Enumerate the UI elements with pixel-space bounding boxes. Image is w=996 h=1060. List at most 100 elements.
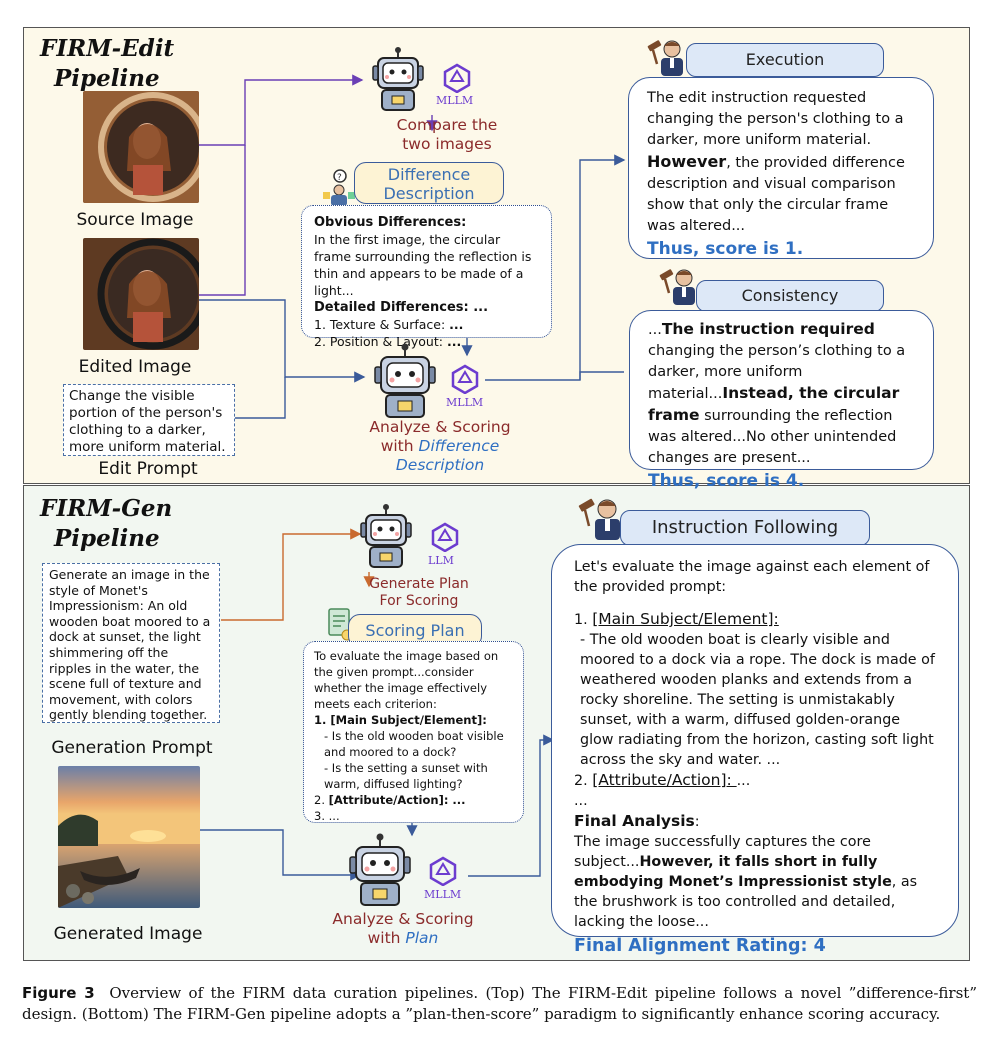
- figure-label: Figure 3: [22, 984, 95, 1002]
- analyze-line1: Analyze & Scoring: [369, 418, 511, 436]
- arrow-analyze-to-consistency: [579, 371, 624, 380]
- final-analysis-heading: Final Analysis:: [574, 811, 936, 832]
- instruction-following-header: Instruction Following: [620, 510, 870, 546]
- execution-header: Execution: [686, 43, 884, 77]
- detailed-item-1-ellipsis: ...: [449, 317, 464, 332]
- analyze-italic-2: Description: [395, 456, 485, 474]
- final-analysis-colon: :: [694, 814, 700, 830]
- gen-title-line1: FIRM-Gen: [40, 495, 173, 522]
- consistency-t1: ...: [648, 322, 662, 338]
- arrow-analyze-to-outputs: [485, 154, 626, 381]
- model-logo-icon: [443, 63, 471, 93]
- difference-description-box: Obvious Differences: In the first image,…: [301, 205, 552, 349]
- arrow-genprompt-to-llm: [221, 528, 362, 621]
- instruction-item-1-num: 1.: [574, 612, 593, 628]
- plan-item-3: 3. ...: [314, 809, 340, 823]
- model-logo-icon: [431, 522, 459, 552]
- judge-thinking-icon: ?: [323, 169, 355, 206]
- source-image: [83, 91, 199, 203]
- consistency-header: Consistency: [696, 280, 884, 312]
- judge-icon: [659, 269, 695, 305]
- final-analysis-head: Final Analysis: [574, 812, 695, 830]
- analyze-italic-1: Difference: [418, 437, 500, 455]
- svg-text:?: ?: [337, 173, 342, 183]
- edited-image: [83, 238, 199, 350]
- consistency-score: Thus, score is 4.: [648, 471, 805, 491]
- detailed-item-2: 2. Position & Layout: ...: [314, 333, 539, 350]
- final-analysis-a: The image successfully captures the core…: [574, 834, 871, 870]
- llm-label: LLM: [428, 554, 454, 567]
- plan-question-1: - Is the old wooden boat visible and moo…: [324, 729, 504, 759]
- analyze-bottom-italic: Plan: [405, 929, 439, 947]
- generated-image: [58, 766, 200, 908]
- generate-plan-label: Generate Plan For Scoring: [354, 576, 484, 610]
- diff-header-line2: Description: [383, 184, 475, 203]
- instruction-following-box: Let's evaluate the image against each el…: [551, 544, 959, 956]
- final-analysis-b: , as the brushwork is too controlled and…: [574, 874, 918, 930]
- model-logo-icon: [429, 856, 457, 886]
- plan-intro: To evaluate the image based on the given…: [314, 649, 499, 711]
- arrow-genimage-to-analyze: [200, 829, 362, 881]
- mllm-label-1: MLLM: [436, 94, 474, 107]
- generation-prompt-text: Generate an image in the style of Monet'…: [49, 567, 211, 723]
- analyze-bottom-line1: Analyze & Scoring: [332, 910, 474, 928]
- instruction-item-1-text: - The old wooden boat is clearly visible…: [580, 632, 935, 768]
- plan-item-1: 1. [Main Subject/Element]:: [314, 713, 487, 727]
- final-alignment-rating: Final Alignment Rating: 4: [574, 936, 826, 956]
- execution-box: The edit instruction requested changing …: [628, 77, 934, 259]
- figure-caption: Figure 3 Overview of the FIRM data curat…: [22, 983, 977, 1025]
- compare-line2: two images: [402, 135, 492, 153]
- generation-prompt-caption: Generation Prompt: [51, 738, 213, 758]
- consistency-t3: changing the person’s clothing to a dark…: [648, 343, 906, 402]
- plan-item-2: 2. [Attribute/Action]: ...: [314, 792, 513, 808]
- source-image-caption: Source Image: [76, 210, 194, 230]
- consistency-box: ...The instruction required changing the…: [629, 310, 934, 491]
- model-logo-icon: [451, 364, 479, 394]
- generation-prompt-box: Generate an image in the style of Monet'…: [42, 563, 220, 723]
- obvious-differences-heading: Obvious Differences:: [314, 215, 467, 230]
- difference-description-header: Difference Description: [354, 162, 504, 204]
- edit-prompt-caption: Edit Prompt: [98, 459, 198, 479]
- final-analysis-text: The image successfully captures the core…: [574, 832, 936, 932]
- analyze-bottom-with: with: [367, 929, 406, 947]
- judge-icon: [578, 498, 620, 540]
- edited-image-caption: Edited Image: [78, 357, 192, 377]
- arrow-analyze-to-instruction: [468, 734, 555, 877]
- gen-title-line2: Pipeline: [54, 525, 160, 552]
- edit-prompt-box: Change the visible portion of the person…: [63, 384, 235, 456]
- instruction-item-2-num: 2.: [574, 773, 593, 789]
- edit-title-line1: FIRM-Edit: [40, 35, 175, 62]
- detailed-item-1-label: 1. Texture & Surface:: [314, 317, 450, 332]
- final-analysis-bold: However, it falls short in fully embodyi…: [574, 854, 892, 890]
- judge-icon: [647, 40, 683, 76]
- plan-question-2: - Is the setting a sunset with warm, dif…: [324, 761, 488, 791]
- consistency-t4: Instead, the circular frame: [648, 384, 900, 424]
- spacer: [574, 597, 936, 609]
- instruction-item-2: 2. [Attribute/Action]: ...: [574, 770, 936, 791]
- mllm-label-2: MLLM: [446, 396, 484, 409]
- instruction-ellipsis: ...: [574, 793, 588, 809]
- obvious-differences-text: In the first image, the circular frame s…: [314, 232, 532, 298]
- arrow-images-to-analyze: [147, 299, 366, 383]
- edit-pipeline-title: FIRM-Edit Pipeline: [40, 34, 174, 94]
- consistency-t5: surrounding the reflection was altered..…: [648, 408, 897, 466]
- compare-label: Compare the two images: [382, 116, 512, 154]
- plan-item-2-num: 2.: [314, 793, 329, 807]
- execution-text-b: , the provided difference description an…: [647, 155, 905, 234]
- figure-caption-text: Overview of the FIRM data curation pipel…: [22, 984, 977, 1023]
- robot-icon: [360, 504, 412, 568]
- analyze-label-bottom: Analyze & Scoring with Plan: [318, 910, 488, 948]
- analyze-label-top: Analyze & Scoring with Difference Descri…: [355, 418, 525, 475]
- plan-item-2-label: [Attribute/Action]: ...: [328, 793, 466, 807]
- robot-icon: [349, 833, 411, 906]
- consistency-t2: The instruction required: [661, 320, 875, 338]
- instruction-item-2-tail: ...: [736, 773, 751, 789]
- instruction-item-1: 1. [Main Subject/Element]:: [574, 609, 936, 630]
- execution-score: Thus, score is 1.: [647, 239, 804, 259]
- gen-pipeline-title: FIRM-Gen Pipeline: [40, 494, 172, 554]
- robot-icon: [374, 343, 436, 418]
- consistency-text: ...The instruction required changing the…: [630, 311, 933, 469]
- detailed-item-2-ellipsis: ...: [446, 334, 462, 349]
- detailed-item-1: 1. Texture & Surface: ...: [314, 316, 539, 333]
- execution-text-a: The edit instruction requested changing …: [647, 90, 904, 148]
